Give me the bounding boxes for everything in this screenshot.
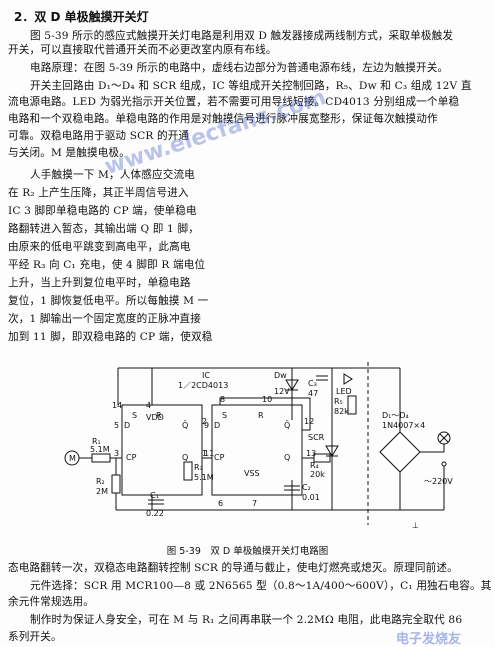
pin-4-label: 4 [146, 401, 151, 410]
c3-name-label: C₃ [308, 379, 317, 388]
ground-mark: ⊥ [412, 521, 419, 530]
para3-line1: 人手触摸一下 M，人体感应交流电 [30, 169, 195, 181]
ic-monostable-block [121, 404, 203, 496]
section-title: 2．双 D 单极触摸开关灯 [14, 10, 149, 24]
bridge-name-label: D₁～D₄ [382, 411, 409, 420]
scr-label: SCR [308, 433, 325, 442]
ic1-s-label: S [132, 411, 137, 420]
ic2-vss-label: VSS [244, 469, 260, 478]
para2-line4: 电路和一个双稳电路。单稳电路的作用是对触摸信号进行脉冲展宽整形，保证每次触摸动作 [8, 113, 438, 125]
pin-3-label: 3 [114, 449, 119, 458]
scr-thyristor [325, 445, 339, 457]
r3-value-label: 5.1M [194, 473, 214, 482]
ic2-r-label: R [258, 411, 264, 420]
para3-line8: 复位，1 脚恢复低电平。所以每触摸 M 一 [8, 295, 209, 307]
c1-value-label: 0.22 [146, 509, 164, 518]
resistor-r4 [313, 453, 331, 463]
r2-value-label: 2M [96, 487, 108, 496]
c2-value-label: 0.01 [302, 493, 320, 502]
pin-13-label: 13 [306, 449, 316, 458]
c2-name-label: C₂ [302, 483, 311, 492]
figure-caption: 图 5-39 双 D 单极触摸开关灯电路图 [166, 546, 329, 557]
bridge-part-label: 1N4007×4 [382, 421, 425, 430]
ic1-qbar-label: Q̄ [182, 420, 188, 430]
para3-line6: 平经 R₃ 向 C₁ 充电，使 4 脚即 R 端电位 [8, 259, 206, 271]
ic2-qbar-label: Q̄ [284, 420, 290, 430]
led-label: LED [336, 387, 352, 396]
r4-name-label: R₄ [310, 461, 319, 470]
para5-line2: 余元件常规选用。 [8, 596, 94, 608]
pin-9-label: 9 [204, 421, 209, 430]
ic-part-label: 1／2CD4013 [178, 381, 228, 390]
resistor-r1 [91, 453, 111, 463]
ic1-q-label: Q [182, 453, 188, 462]
r5-value-label: 82k [334, 407, 349, 416]
resistor-r3 [183, 461, 193, 481]
pin-2-label: 2 [202, 417, 207, 426]
c1-name-label: C₁ [150, 491, 159, 500]
para2-line6: 与关闭。M 是触摸电极。 [8, 147, 130, 159]
para2-line3: 流电源电路。LED 为弱光指示开关位置，若不需要可用导线短接。CD4013 分别… [8, 96, 460, 108]
ic2-q-label: Q [284, 453, 290, 462]
para4-line1: 态电路翻转一次，双稳态电路翻转控制 SCR 的导通与截止，使电灯燃亮或熄灭。原理… [8, 562, 458, 574]
pin-12-label: 12 [304, 417, 314, 426]
para3-line3: IC 3 脚即单稳电路的 CP 端，使单稳电 [8, 205, 197, 217]
ic2-s-label: S [222, 411, 227, 420]
para5-line1: 元件选择：SCR 用 MCR100—8 或 2N6565 型（0.8～1A/40… [30, 580, 492, 592]
para2-line1: 电路原理：在图 5-39 所示的电路中，虚线右边部分为普通电源布线，左边为触摸开… [30, 62, 449, 74]
para6-line1: 制作时为保证人身安全，可在 M 与 R₁ 之间再串联一个 2.2MΩ 电阻，此电… [30, 614, 463, 626]
r5-name-label: R₅ [334, 397, 343, 406]
electrode-m-label: M [69, 454, 76, 463]
resistor-r2 [111, 474, 121, 494]
para1-line2: 开关，可以直接取代普通开关而不必更改室内原有布线。 [8, 44, 277, 56]
r2-name-label: R₂ [96, 477, 105, 486]
para1-line1: 图 5-39 所示的感应式触摸开关灯电路是利用双 D 触发器接成两线制方式，采取… [30, 30, 454, 42]
pin-6-label: 6 [218, 499, 223, 508]
para3-line10: 加到 11 脚，即双稳电路的 CP 端，使双稳 [8, 331, 213, 343]
pin-11-label: 11 [204, 449, 214, 458]
r1-name-label: R₁ [92, 437, 101, 446]
ic1-vdd-label: VDD [146, 413, 164, 422]
pin-1-label: 1 [202, 449, 207, 458]
c3-value-label: 47 [308, 389, 318, 398]
para3-line5: 由原来的低电平跳变到高电平，此高电 [8, 241, 191, 253]
ic2-d-label: D [214, 421, 220, 430]
ic1-cp-label: CP [126, 453, 137, 462]
r4-value-label: 20k [310, 470, 325, 479]
pin-7-label: 7 [252, 499, 257, 508]
pin-14-label: 14 [112, 401, 122, 410]
ic1-d-label: D [124, 421, 130, 430]
para6-line2: 系列开关。 [8, 631, 62, 643]
mains-terminal [441, 461, 447, 467]
watermark-corner: 电子发烧友 [396, 632, 462, 647]
r3-name-label: R₃ [194, 463, 203, 472]
pin-8-label: 8 [220, 395, 225, 404]
para3-line7: 上升，当上升到复位电平时，单稳电路 [8, 277, 191, 289]
pin-10-label: 10 [262, 395, 272, 404]
pin-5-label: 5 [114, 421, 119, 430]
dw-name-label: Dw [274, 371, 287, 380]
para2-line5: 可靠。双稳电路用于驱动 SCR 的开通 [8, 130, 190, 142]
ic1-r-label: R [156, 411, 162, 420]
r1-value-label: 5.1M [90, 445, 110, 454]
zener-dw [285, 379, 299, 391]
dw-value-label: 12V [274, 387, 290, 396]
ic-name-label: IC [202, 371, 210, 380]
ic2-cp-label: CP [214, 453, 225, 462]
resistor-r5 [347, 395, 357, 415]
led-indicator [343, 373, 353, 385]
mains-label: ～220V [424, 477, 453, 486]
para3-line9: 次，1 脚输出一个固定宽度的正脉冲直接 [8, 313, 202, 325]
para2-line2: 开关主回路由 D₁～D₄ 和 SCR 组成，IC 等组成开关控制回路，R₅、Dw… [30, 80, 472, 92]
para3-line2: 在 R₂ 上产生压降，其正半周信号进入 [8, 187, 189, 199]
para3-line4: 路翻转进入暂态，其输出端 Q 即 1 脚， [8, 223, 199, 235]
circuit-diagram: IC 1／2CD4013 14 4 S R D VDD CP Q̄ Q 5 3 … [64, 362, 453, 530]
bridge-rectifier [379, 431, 421, 473]
ic-bistable-block [211, 404, 303, 496]
